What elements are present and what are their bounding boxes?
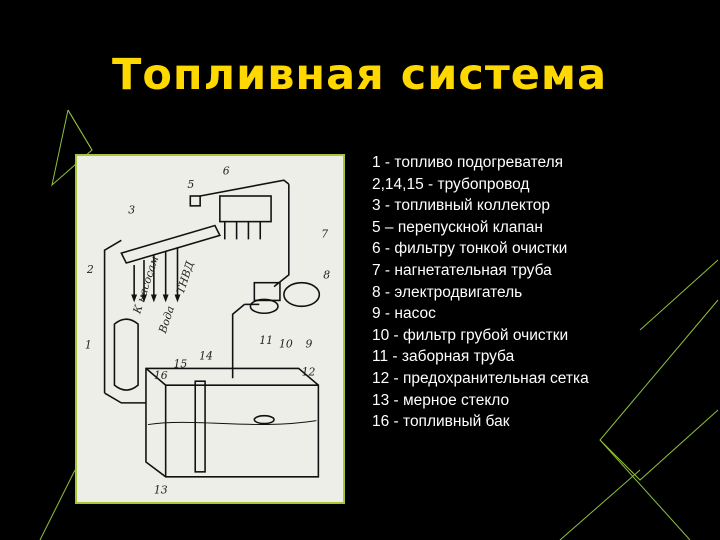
label-15: 15 [174,357,188,370]
legend-item: 11 - заборная труба [372,348,515,366]
measuring-glass [194,380,206,473]
pressure-pipe [273,184,290,288]
legend-item: 1 - топливо подогревателя [372,154,564,171]
fuel-heater [113,318,139,391]
label-13: 13 [154,484,168,497]
label-8: 8 [323,269,330,282]
legend-item: 2,14,15 - трубопровод [372,175,530,193]
legend-item: 3 - топливный коллектор [372,197,551,215]
label-3: 3 [128,204,135,217]
pipe-2 [103,239,122,394]
slide-title: Топливная система [112,50,608,100]
pipe-14 [231,303,245,379]
legend-item: 10 - фильтр грубой очистки [372,326,569,344]
legend-item: 16 - топливный бак [372,413,510,431]
legend-item: 7 - нагнетательная труба [372,261,552,279]
diagram-drawing: 1 2 3 5 6 7 8 9 10 11 12 13 14 15 16 К н… [85,164,330,497]
label-11: 11 [259,334,273,347]
label-1: 1 [85,339,92,352]
legend-item: 12 - предохранительная сетка [372,369,589,387]
label-16: 16 [154,369,168,382]
label-14: 14 [199,350,213,363]
label-9: 9 [306,338,313,351]
legend-item: 6 - фильтру тонкой очистки [372,240,568,258]
safety-screen [253,414,275,425]
fuel-tank [145,367,320,478]
coarse-filter [249,298,279,315]
legend-item: 13 - мерное стекло [372,391,510,409]
label-2: 2 [86,263,94,276]
label-6: 6 [223,164,230,177]
legend-item: 8 - электродвигатель [372,283,523,301]
label-10: 10 [279,338,293,351]
fine-filter [219,195,272,223]
pump [253,281,281,302]
fuel-collector [120,224,221,264]
legend-item: 5 – перепускной клапан [372,218,543,236]
label-12: 12 [302,365,316,378]
fuel-system-diagram: 1 2 3 5 6 7 8 9 10 11 12 13 14 15 16 К н… [75,154,345,504]
legend-item: 9 - насос [372,305,436,323]
label-7: 7 [321,227,328,240]
electric-motor [283,281,321,308]
bypass-valve [189,195,201,207]
label-voda: Вода [156,304,177,335]
legend-list: 1 - топливо подогревателя 2,14,15 - труб… [372,152,589,433]
label-5: 5 [187,178,194,191]
